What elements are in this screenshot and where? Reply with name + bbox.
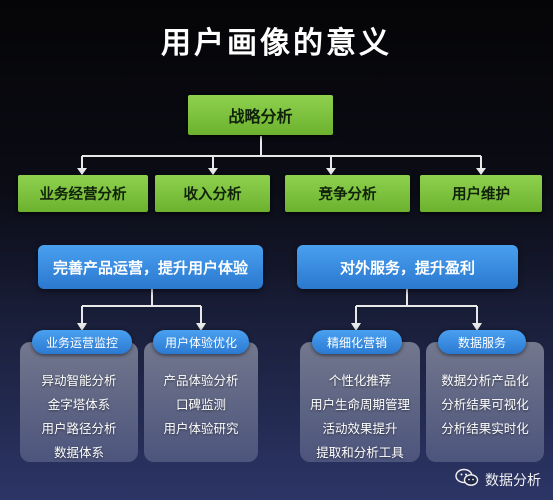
card-experience-optimization — [144, 342, 258, 462]
list-item: 数据分析产品化 — [441, 373, 529, 388]
list-item: 用户体验研究 — [163, 421, 239, 436]
list-item: 用户生命周期管理 — [309, 397, 410, 412]
node-user-maintenance: 用户维护 — [420, 175, 542, 212]
list-item: 产品体验分析 — [163, 373, 239, 388]
list-item: 异动智能分析 — [41, 373, 117, 388]
wechat-icon — [455, 468, 479, 492]
card-data-services — [426, 342, 544, 462]
watermark-text: 数据分析 — [485, 473, 541, 489]
page-title: 用户画像的意义 — [161, 26, 392, 61]
root-node-strategy: 战略分析 — [188, 95, 333, 135]
pill-business-monitoring: 业务运营监控 — [32, 330, 132, 354]
list-item: 口碑监测 — [175, 397, 226, 412]
node-business-analysis: 业务经营分析 — [18, 175, 148, 212]
list-item: 金字塔体系 — [47, 397, 111, 412]
group-heading-operations: 完善产品运营，提升用户体验 — [38, 245, 263, 289]
list-item: 数据体系 — [53, 445, 104, 460]
list-business-monitoring: 异动智能分析 金字塔体系 用户路径分析 数据体系 — [20, 370, 138, 461]
node-revenue-analysis: 收入分析 — [155, 175, 270, 212]
list-item: 分析结果可视化 — [441, 397, 529, 412]
list-item: 个性化推荐 — [328, 373, 392, 388]
list-item: 活动效果提升 — [322, 421, 398, 436]
watermark: 数据分析 — [455, 468, 541, 492]
list-item: 用户路径分析 — [41, 421, 117, 436]
list-precision-marketing: 个性化推荐 用户生命周期管理 活动效果提升 提取和分析工具 — [300, 370, 420, 461]
list-item: 分析结果实时化 — [441, 421, 529, 436]
pill-data-services: 数据服务 — [438, 330, 526, 354]
pill-experience-optimization: 用户体验优化 — [153, 330, 249, 354]
card-business-monitoring — [20, 342, 138, 462]
pill-precision-marketing: 精细化营销 — [312, 330, 402, 354]
card-precision-marketing — [300, 342, 420, 462]
node-competition-analysis: 竞争分析 — [285, 175, 410, 212]
list-experience-optimization: 产品体验分析 口碑监测 用户体验研究 — [144, 370, 258, 437]
list-item: 提取和分析工具 — [316, 445, 404, 460]
list-data-services: 数据分析产品化 分析结果可视化 分析结果实时化 — [426, 370, 544, 437]
group-heading-external-services: 对外服务，提升盈利 — [297, 245, 518, 289]
